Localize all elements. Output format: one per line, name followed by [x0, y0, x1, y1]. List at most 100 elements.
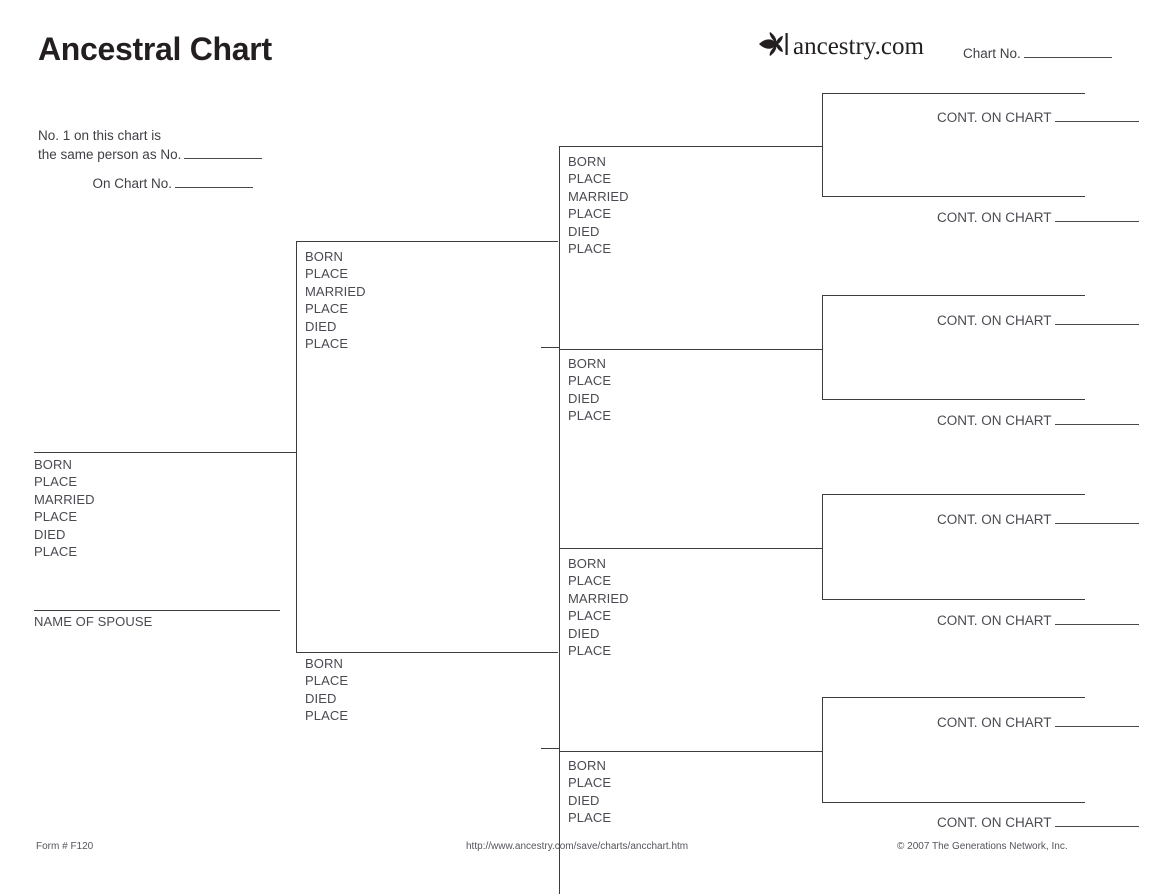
gen4-person11-name-line[interactable]	[822, 399, 1085, 400]
chart-no-input[interactable]	[1023, 45, 1112, 58]
on-chart-no-input[interactable]	[175, 175, 253, 188]
gen4-person10-cont-row[interactable]: CONT. ON CHART	[937, 312, 1139, 328]
field-place-2: PLACE	[34, 509, 78, 525]
field-place-2: PLACE	[305, 708, 349, 724]
field-place-3: PLACE	[34, 544, 78, 560]
cont-on-chart-input[interactable]	[1054, 511, 1139, 524]
cont-on-chart-input[interactable]	[1054, 209, 1139, 222]
note-line-1: No. 1 on this chart is	[38, 128, 162, 143]
field-died: DIED	[568, 625, 600, 641]
gen4-person13-cont-row[interactable]: CONT. ON CHART	[937, 612, 1139, 628]
gen4-person11-cont-row[interactable]: CONT. ON CHART	[937, 412, 1139, 428]
gen3-to-gen4-d-connector	[805, 751, 823, 752]
chart-no-field[interactable]: Chart No.	[963, 45, 1112, 61]
field-place-2: PLACE	[568, 206, 612, 222]
note-line-2-row: the same person as No.	[38, 145, 263, 164]
cont-on-chart-label: CONT. ON CHART	[937, 613, 1052, 628]
field-born: BORN	[34, 457, 72, 472]
gen1-spouse-line[interactable]	[34, 610, 280, 611]
gen4-person14-cont-row[interactable]: CONT. ON CHART	[937, 714, 1139, 730]
field-died: DIED	[568, 390, 600, 406]
gen1-to-gen2-connector	[280, 452, 296, 453]
field-place: PLACE	[305, 673, 349, 689]
field-born: BORN	[305, 656, 343, 671]
gen4-person13-name-line[interactable]	[822, 599, 1085, 600]
gen2-person3-name-line[interactable]	[296, 652, 558, 653]
field-married: MARRIED	[568, 590, 629, 606]
gen3-person4-name-line[interactable]	[559, 146, 821, 147]
cont-on-chart-input[interactable]	[1054, 612, 1139, 625]
field-born: BORN	[568, 556, 606, 571]
gen4-person12-name-line[interactable]	[822, 494, 1085, 495]
gen3-upper-bracket-spine	[559, 146, 560, 549]
cont-on-chart-label: CONT. ON CHART	[937, 413, 1052, 428]
cont-on-chart-label: CONT. ON CHART	[937, 313, 1052, 328]
gen4-person15-name-line[interactable]	[822, 802, 1085, 803]
footer-url[interactable]: http://www.ancestry.com/save/charts/ancc…	[466, 841, 689, 852]
gen1-name-line[interactable]	[34, 452, 294, 453]
ancestry-wordmark: ancestry.com	[793, 33, 924, 60]
gen4-person14-name-line[interactable]	[822, 697, 1085, 698]
cont-on-chart-label: CONT. ON CHART	[937, 110, 1052, 125]
field-died: DIED	[568, 223, 600, 239]
gen2-person2-name-line[interactable]	[296, 241, 558, 242]
name-of-spouse-label: NAME OF SPOUSE	[34, 614, 153, 629]
field-place-2: PLACE	[305, 301, 349, 317]
field-died: DIED	[34, 526, 66, 542]
gen2-to-gen3-upper-connector	[541, 347, 559, 348]
gen4-person9-name-line[interactable]	[822, 196, 1085, 197]
field-married: MARRIED	[568, 188, 629, 204]
gen4-c-bracket-spine	[822, 494, 823, 599]
cont-on-chart-label: CONT. ON CHART	[937, 210, 1052, 225]
gen2-person2-fields: BORN PLACE MARRIED PLACE DIED PLACE	[305, 248, 366, 352]
gen4-b-bracket-spine	[822, 295, 823, 399]
field-place: PLACE	[568, 775, 612, 791]
note-line-2-label: the same person as No.	[38, 147, 182, 162]
gen3-person7-name-line[interactable]	[559, 751, 821, 752]
gen4-person10-name-line[interactable]	[822, 295, 1085, 296]
field-place: PLACE	[568, 373, 612, 389]
cont-on-chart-input[interactable]	[1054, 814, 1139, 827]
cont-on-chart-label: CONT. ON CHART	[937, 715, 1052, 730]
gen3-person6-name-line[interactable]	[559, 548, 821, 549]
field-place-2: PLACE	[568, 810, 612, 826]
gen2-to-gen3-lower-connector	[541, 748, 559, 749]
field-place-3: PLACE	[568, 643, 612, 659]
field-place-2: PLACE	[568, 608, 612, 624]
gen4-person12-cont-row[interactable]: CONT. ON CHART	[937, 511, 1139, 527]
gen3-person5-name-line[interactable]	[559, 349, 821, 350]
field-born: BORN	[568, 356, 606, 371]
ancestry-brand: ancestry.com	[757, 31, 924, 62]
field-place: PLACE	[34, 474, 78, 490]
ancestry-leaf-icon	[757, 31, 791, 62]
gen3-person4-fields: BORN PLACE MARRIED PLACE DIED PLACE	[568, 153, 629, 257]
field-place: PLACE	[568, 171, 612, 187]
gen4-person8-cont-row[interactable]: CONT. ON CHART	[937, 109, 1139, 125]
gen3-lower-bracket-spine	[559, 548, 560, 894]
same-person-no-input[interactable]	[184, 146, 263, 159]
field-place-3: PLACE	[305, 336, 349, 352]
gen3-person5-fields: BORN PLACE DIED PLACE	[568, 355, 611, 425]
cont-on-chart-input[interactable]	[1054, 109, 1139, 122]
page-title: Ancestral Chart	[38, 31, 272, 67]
cont-on-chart-input[interactable]	[1054, 714, 1139, 727]
footer-form-number: Form # F120	[36, 841, 94, 852]
gen3-person7-fields: BORN PLACE DIED PLACE	[568, 757, 611, 827]
field-place-2: PLACE	[568, 408, 612, 424]
on-chart-no-label: On Chart No.	[92, 176, 172, 191]
gen4-person9-cont-row[interactable]: CONT. ON CHART	[937, 209, 1139, 225]
cont-on-chart-label: CONT. ON CHART	[937, 815, 1052, 830]
gen4-a-bracket-spine	[822, 93, 823, 196]
gen3-to-gen4-a-connector	[805, 146, 823, 147]
chart-no-label: Chart No.	[963, 46, 1021, 61]
cont-on-chart-input[interactable]	[1054, 412, 1139, 425]
gen4-person15-cont-row[interactable]: CONT. ON CHART	[937, 814, 1139, 830]
gen4-d-bracket-spine	[822, 697, 823, 802]
on-chart-no-row: On Chart No.	[38, 175, 253, 191]
cont-on-chart-label: CONT. ON CHART	[937, 512, 1052, 527]
gen3-to-gen4-c-connector	[805, 548, 823, 549]
cont-on-chart-input[interactable]	[1054, 312, 1139, 325]
field-died: DIED	[305, 318, 337, 334]
gen4-person8-name-line[interactable]	[822, 93, 1085, 94]
